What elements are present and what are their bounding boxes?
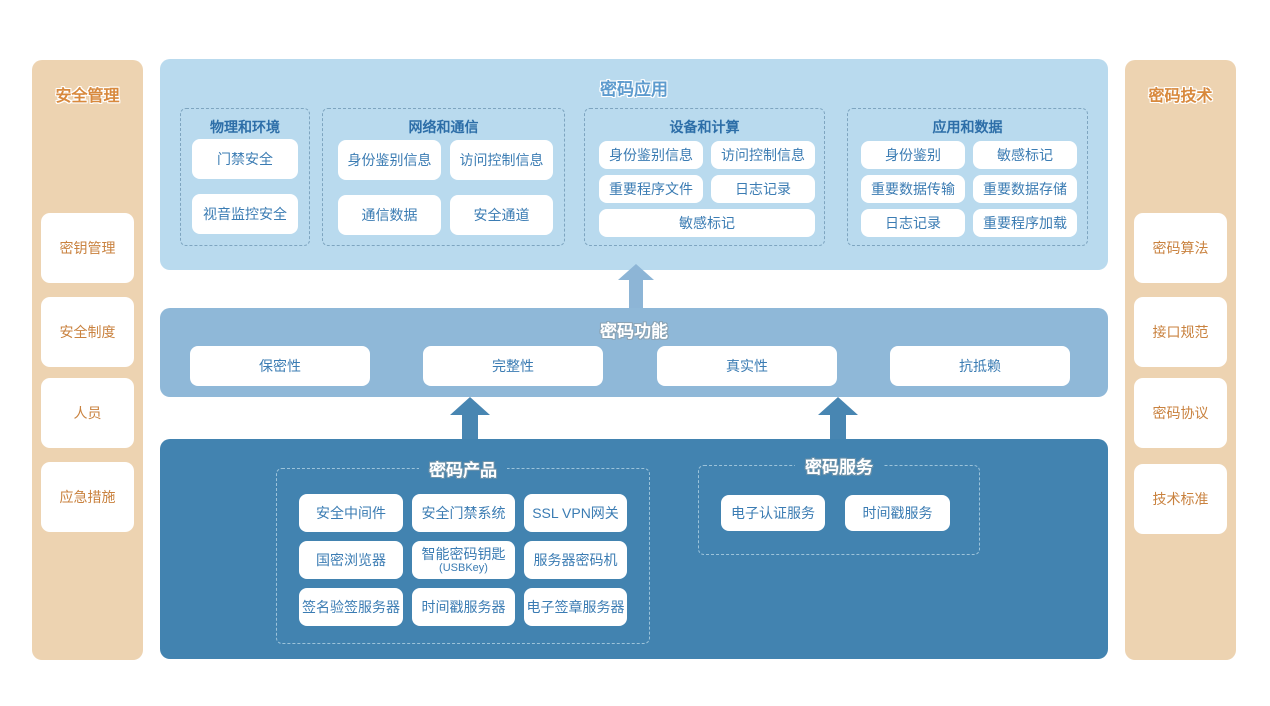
product-box: SSL VPN网关 — [524, 494, 627, 532]
product-box: 国密浏览器 — [299, 541, 403, 579]
service-box: 电子认证服务 — [721, 495, 825, 531]
item-box: 重要数据传输 — [861, 175, 965, 203]
item-box: 身份鉴别信息 — [338, 140, 441, 180]
security-management-title: 安全管理 — [55, 88, 120, 105]
product-box: 电子签章服务器 — [524, 588, 627, 626]
item-box: 身份鉴别 — [861, 141, 965, 169]
item-box: 重要程序加载 — [973, 209, 1077, 237]
confidentiality-box: 保密性 — [190, 346, 370, 386]
crypto-services-title: 密码服务 — [795, 452, 883, 478]
item-box: 身份鉴别信息 — [599, 141, 703, 169]
tech-standard-box: 技术标准 — [1134, 464, 1227, 534]
crypto-algorithm-box: 密码算法 — [1134, 213, 1227, 283]
crypto-technology-panel: 密码技术 密码算法 接口规范 密码协议 技术标准 — [1125, 60, 1236, 660]
crypto-services-title-row: 密码服务 — [698, 452, 980, 478]
key-management-box: 密钥管理 — [41, 213, 134, 283]
crypto-application-title: 密码应用 — [600, 80, 668, 99]
crypto-application-layer: 密码应用 物理和环境 门禁安全 视音监控安全 网络和通信 身份鉴别信息 访问控制… — [160, 59, 1108, 270]
crypto-function-layer: 密码功能 保密性 完整性 真实性 抗抵赖 — [160, 308, 1108, 397]
crypto-technology-title: 密码技术 — [1148, 88, 1213, 105]
crypto-protocol-box: 密码协议 — [1134, 378, 1227, 448]
group-title: 应用和数据 — [932, 119, 1003, 135]
item-box: 门禁安全 — [192, 139, 298, 179]
item-box: 访问控制信息 — [450, 140, 553, 180]
item-box: 敏感标记 — [599, 209, 815, 237]
emergency-measures-box: 应急措施 — [41, 462, 134, 532]
group-device-computing: 设备和计算 身份鉴别信息 访问控制信息 重要程序文件 日志记录 敏感标记 — [584, 108, 825, 246]
personnel-box: 人员 — [41, 378, 134, 448]
non-repudiation-box: 抗抵赖 — [890, 346, 1070, 386]
item-box: 敏感标记 — [973, 141, 1077, 169]
product-box-usbkey: 智能密码钥匙 (USBKey) — [412, 541, 515, 579]
service-box: 时间戳服务 — [845, 495, 950, 531]
item-box: 视音监控安全 — [192, 194, 298, 234]
group-title: 设备和计算 — [669, 119, 740, 135]
group-application-data: 应用和数据 身份鉴别 敏感标记 重要数据传输 重要数据存储 日志记录 重要程序加… — [847, 108, 1088, 246]
crypto-products-title: 密码产品 — [419, 455, 507, 481]
item-box: 访问控制信息 — [711, 141, 815, 169]
crypto-foundation-layer: 密码产品 安全中间件 安全门禁系统 SSL VPN网关 国密浏览器 智能密码钥匙… — [160, 439, 1108, 659]
up-arrow-products-to-functions — [450, 397, 490, 440]
interface-spec-box: 接口规范 — [1134, 297, 1227, 367]
item-box: 重要程序文件 — [599, 175, 703, 203]
integrity-box: 完整性 — [423, 346, 603, 386]
up-arrow-services-to-functions — [818, 397, 858, 440]
group-title: 网络和通信 — [408, 119, 479, 135]
item-box: 重要数据存储 — [973, 175, 1077, 203]
group-title: 物理和环境 — [210, 119, 280, 135]
security-management-panel: 安全管理 密钥管理 安全制度 人员 应急措施 — [32, 60, 143, 660]
crypto-products-title-row: 密码产品 — [276, 455, 650, 481]
product-box: 签名验签服务器 — [299, 588, 403, 626]
product-sublabel: (USBKey) — [439, 561, 488, 574]
item-box: 日志记录 — [861, 209, 965, 237]
item-box: 日志记录 — [711, 175, 815, 203]
authenticity-box: 真实性 — [657, 346, 837, 386]
item-box: 安全通道 — [450, 195, 553, 235]
group-network-communication: 网络和通信 身份鉴别信息 访问控制信息 通信数据 安全通道 — [322, 108, 565, 246]
product-box: 安全门禁系统 — [412, 494, 515, 532]
product-box: 服务器密码机 — [524, 541, 627, 579]
product-box: 安全中间件 — [299, 494, 403, 532]
crypto-function-title: 密码功能 — [600, 322, 668, 341]
security-policy-box: 安全制度 — [41, 297, 134, 367]
item-box: 通信数据 — [338, 195, 441, 235]
product-box: 时间戳服务器 — [412, 588, 515, 626]
up-arrow-functions-to-applications — [618, 264, 654, 310]
group-physical-environment: 物理和环境 门禁安全 视音监控安全 — [180, 108, 310, 246]
product-label: 智能密码钥匙 — [421, 545, 506, 562]
